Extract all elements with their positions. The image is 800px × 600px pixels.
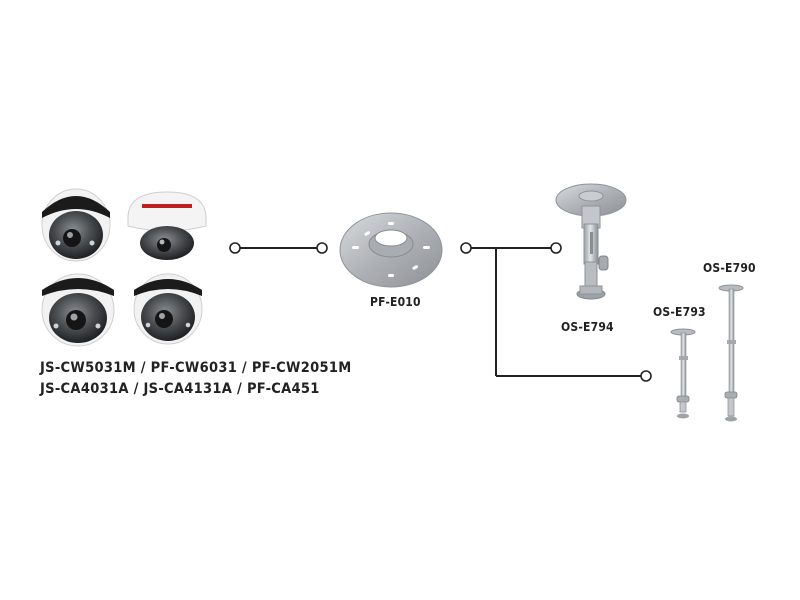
camera-models-caption: JS-CW5031M / PF-CW6031 / PF-CW2051M JS-C… bbox=[40, 358, 352, 400]
camera-image-4 bbox=[133, 273, 203, 345]
camera-image-2 bbox=[127, 191, 207, 260]
adapter-plate-image bbox=[339, 212, 443, 288]
adapter-label: PF-E010 bbox=[370, 295, 421, 309]
bracket-os-e790-image bbox=[718, 284, 744, 422]
bracket-os-e794-label: OS-E794 bbox=[561, 320, 614, 334]
bracket-os-e794-image bbox=[555, 183, 627, 300]
connector-node bbox=[550, 242, 562, 254]
bracket-os-e790-label: OS-E790 bbox=[703, 261, 756, 275]
camera-models-line-1: JS-CW5031M / PF-CW6031 / PF-CW2051M bbox=[40, 360, 352, 376]
bracket-os-e793-label: OS-E793 bbox=[653, 305, 706, 319]
connector-node bbox=[316, 242, 328, 254]
camera-models-line-2: JS-CA4031A / JS-CA4131A / PF-CA451 bbox=[40, 381, 320, 397]
connector-node bbox=[640, 370, 652, 382]
connector-adapter-to-brackets bbox=[460, 242, 652, 382]
connector-cameras-to-adapter bbox=[229, 242, 328, 254]
connector-node bbox=[229, 242, 241, 254]
connector-node bbox=[460, 242, 472, 254]
camera-image-1 bbox=[41, 188, 111, 262]
bracket-os-e793-image bbox=[670, 328, 696, 419]
camera-image-3 bbox=[41, 273, 115, 347]
